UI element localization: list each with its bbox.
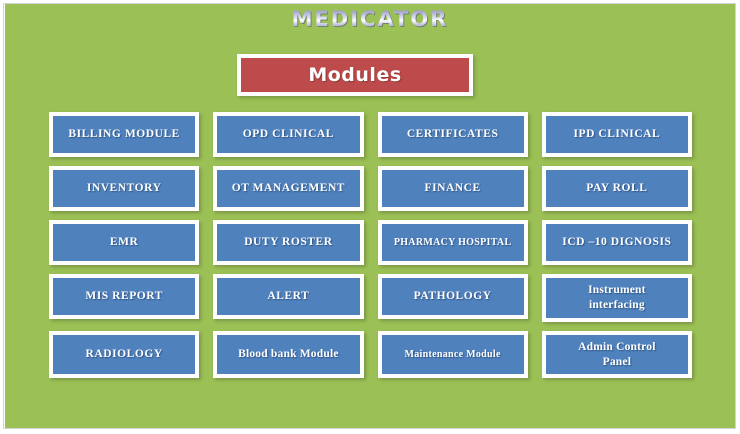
module-tile-label: PHARMACY HOSPITAL: [393, 237, 512, 248]
module-tile-label: ALERT: [267, 290, 310, 302]
module-tile-ipd-clinical[interactable]: IPD CLINICAL: [541, 112, 692, 157]
module-tile-maintenance-module[interactable]: Maintenance Module: [377, 331, 528, 378]
module-tile-label: CERTIFICATES: [406, 128, 499, 140]
module-tile-inventory[interactable]: INVENTORY: [49, 166, 200, 211]
module-tile-instrument-interfacing[interactable]: Instrument interfacing: [541, 274, 692, 322]
module-tile-label: Blood bank Module: [238, 348, 339, 360]
module-tile-icd-10-dignosis[interactable]: ICD –10 DIGNOSIS: [541, 220, 692, 265]
module-tile-label: Instrument interfacing: [588, 284, 646, 311]
module-tile-pay-roll[interactable]: PAY ROLL: [541, 166, 692, 211]
module-row: EMR DUTY ROSTER PHARMACY HOSPITAL ICD –10 D…: [49, 220, 692, 265]
module-tile-pharmacy-hospital[interactable]: PHARMACY HOSPITAL: [377, 220, 528, 265]
module-row: MIS REPORT ALERT PATHOLOGY Instrument inter…: [49, 274, 692, 322]
module-tile-emr[interactable]: EMR: [49, 220, 200, 265]
module-tile-mis-report[interactable]: MIS REPORT: [49, 274, 200, 319]
module-tile-alert[interactable]: ALERT: [213, 274, 364, 319]
module-tile-blood-bank-module[interactable]: Blood bank Module: [213, 331, 364, 378]
module-tile-ot-management[interactable]: OT MANAGEMENT: [213, 166, 364, 211]
module-tile-duty-roster[interactable]: DUTY ROSTER: [213, 220, 364, 265]
module-tile-certificates[interactable]: CERTIFICATES: [377, 112, 528, 157]
module-tile-label: ICD –10 DIGNOSIS: [562, 236, 672, 248]
module-tile-label: OPD CLINICAL: [242, 128, 334, 140]
module-tile-label: EMR: [109, 236, 139, 248]
module-tile-label: BILLING MODULE: [68, 128, 180, 140]
modules-banner-label: Modules: [308, 64, 402, 86]
module-row: INVENTORY OT MANAGEMENT FINANCE PAY ROLL: [49, 166, 692, 211]
module-tile-label: FINANCE: [424, 182, 481, 194]
module-row: BILLING MODULE OPD CLINICAL CERTIFICATES IP…: [49, 112, 692, 157]
app-title: MEDICATOR: [5, 5, 735, 33]
module-tile-label: DUTY ROSTER: [244, 236, 333, 248]
modules-banner: Modules: [237, 54, 473, 96]
module-tile-label: PATHOLOGY: [413, 290, 492, 302]
module-tile-label: Admin Control Panel: [578, 340, 656, 368]
module-tile-pathology[interactable]: PATHOLOGY: [377, 274, 528, 319]
module-tile-label: INVENTORY: [86, 182, 162, 194]
module-tile-label: Maintenance Module: [404, 349, 501, 360]
module-tile-label: RADIOLOGY: [85, 348, 163, 360]
module-tile-finance[interactable]: FINANCE: [377, 166, 528, 211]
module-tile-label: IPD CLINICAL: [573, 128, 661, 140]
module-tile-label: MIS REPORT: [85, 290, 163, 302]
module-tile-label: OT MANAGEMENT: [231, 182, 346, 194]
module-grid: BILLING MODULE OPD CLINICAL CERTIFICATES IP…: [49, 112, 692, 378]
module-tile-billing-module[interactable]: BILLING MODULE: [49, 112, 200, 157]
slide-canvas: MEDICATOR Modules BILLING MODULE OPD CLIN…: [5, 4, 735, 428]
module-tile-radiology[interactable]: RADIOLOGY: [49, 331, 200, 378]
module-tile-opd-clinical[interactable]: OPD CLINICAL: [213, 112, 364, 157]
module-tile-admin-control-panel[interactable]: Admin Control Panel: [541, 331, 692, 378]
module-row: RADIOLOGY Blood bank Module Maintenance Mo…: [49, 331, 692, 378]
module-tile-label: PAY ROLL: [586, 182, 648, 194]
